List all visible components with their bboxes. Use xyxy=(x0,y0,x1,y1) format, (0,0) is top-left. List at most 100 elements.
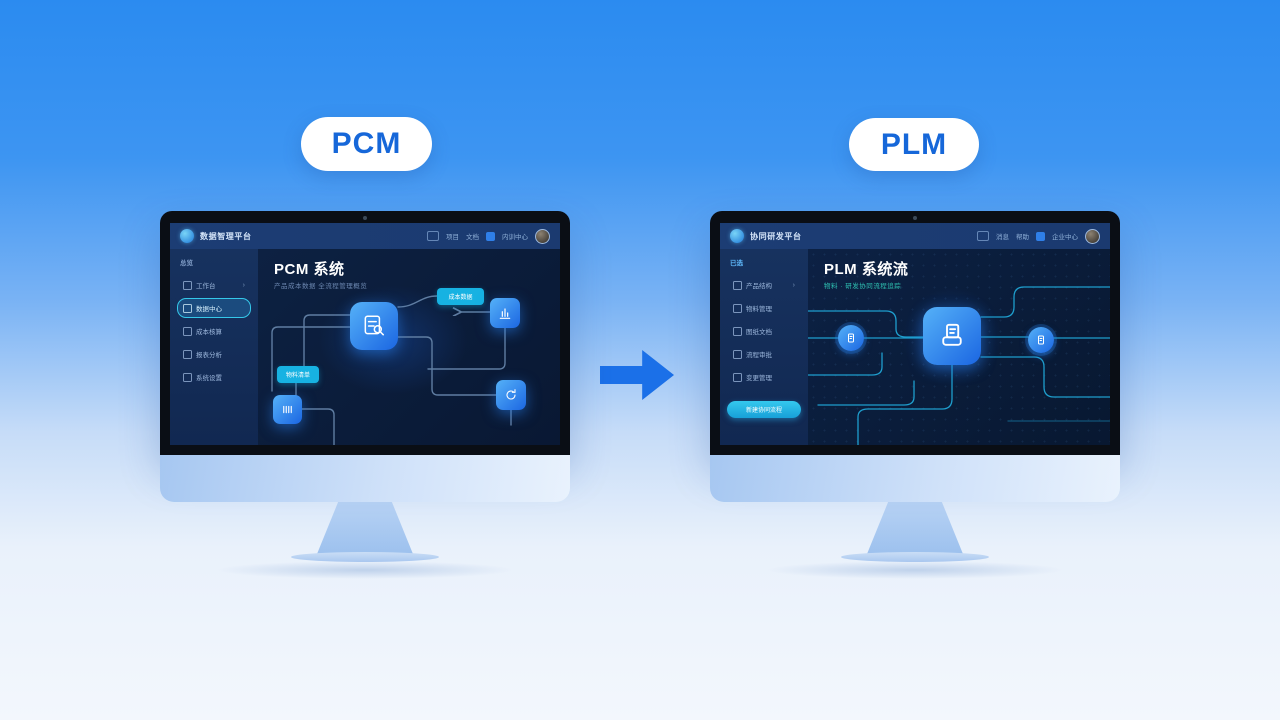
central-node-plm-hub[interactable] xyxy=(923,307,981,365)
sidebar-item-materials[interactable]: 物料管理 xyxy=(727,298,801,318)
pcm-flow-diagram: 成本数据 xyxy=(258,249,560,445)
pill-label: 物料清单 xyxy=(285,373,310,379)
sidebar-item-label: 成本核算 xyxy=(196,329,222,336)
plm-main-panel: PLM 系统流 物料 · 研发协同流程追踪 xyxy=(808,249,1110,445)
camera-dot xyxy=(363,216,367,220)
pcm-page-title: PCM 系统 xyxy=(274,261,345,278)
label-pill-bom[interactable]: 物料清单 xyxy=(277,366,319,383)
monitor-chin xyxy=(710,455,1120,502)
topbar-link-2[interactable]: 帮助 xyxy=(1016,234,1029,241)
sidebar-item-drawings[interactable]: 图纸文档 xyxy=(727,321,801,341)
sidebar-item-reports[interactable]: 报表分析 xyxy=(177,344,251,364)
plm-monitor: 协同研发平台 消息 帮助 企业中心 已选 xyxy=(710,211,1120,579)
bar-chart-icon xyxy=(499,308,511,319)
documents-stack-icon xyxy=(942,323,962,346)
pcm-badge: PCM xyxy=(301,117,432,171)
plm-page-subtitle: 物料 · 研发协同流程追踪 xyxy=(824,283,902,290)
grid-icon xyxy=(183,280,192,290)
monitor-stand xyxy=(867,502,963,554)
connector-lines xyxy=(808,286,1110,445)
avatar[interactable] xyxy=(535,228,550,244)
document-search-icon xyxy=(364,315,384,336)
monitor-base xyxy=(841,552,989,562)
pill-label: 成本数据 xyxy=(448,295,473,301)
plm-badge-label: PLM xyxy=(880,127,948,161)
app-logo-icon xyxy=(180,229,194,243)
monitor-stand xyxy=(317,502,413,554)
refresh-icon xyxy=(506,389,516,400)
sidebar-item-changes[interactable]: 变更管理 xyxy=(727,367,801,387)
message-icon[interactable] xyxy=(427,231,439,241)
share-icon[interactable] xyxy=(977,231,989,241)
monitor-bezel: 数据智理平台 项目 文档 内训中心 总览 xyxy=(160,211,570,455)
plm-badge: PLM xyxy=(849,118,979,171)
monitor-base xyxy=(291,552,439,562)
node-chart[interactable] xyxy=(490,298,520,328)
user-label: 内训中心 xyxy=(502,234,528,241)
node-barcode[interactable] xyxy=(273,395,302,424)
sidebar-item-label: 图纸文档 xyxy=(746,329,772,336)
sidebar-header: 总览 xyxy=(180,260,193,267)
calculator-icon xyxy=(183,326,192,336)
plm-screen: 协同研发平台 消息 帮助 企业中心 已选 xyxy=(720,223,1110,445)
box-icon xyxy=(733,303,742,313)
monitor-shadow xyxy=(215,561,515,579)
monitor-bezel: 协同研发平台 消息 帮助 企业中心 已选 xyxy=(710,211,1120,455)
app-logo-icon xyxy=(730,229,744,243)
monitor-chin xyxy=(160,455,570,502)
topbar-link-1[interactable]: 项目 xyxy=(446,234,459,241)
central-node-cost-analysis[interactable] xyxy=(350,302,398,350)
sidebar-item-product-structure[interactable]: 产品结构 › xyxy=(727,275,801,295)
sidebar-item-costing[interactable]: 成本核算 xyxy=(177,321,251,341)
database-icon xyxy=(183,303,192,313)
topbar-actions: 项目 文档 内训中心 xyxy=(427,228,550,244)
sidebar-item-data-center[interactable]: 数据中心 xyxy=(177,298,251,318)
node-input-doc[interactable] xyxy=(838,325,864,351)
sidebar-item-label: 产品结构 xyxy=(746,283,772,290)
plm-flow-diagram xyxy=(808,249,1110,445)
label-pill-cost-data[interactable]: 成本数据 xyxy=(437,288,484,305)
user-label: 企业中心 xyxy=(1052,234,1078,241)
pcm-screen: 数据智理平台 项目 文档 内训中心 总览 xyxy=(170,223,560,445)
sidebar-item-workbench[interactable]: 工作台 › xyxy=(177,275,251,295)
pcm-page-subtitle: 产品成本数据 全流程管理概览 xyxy=(274,283,368,290)
report-icon xyxy=(183,349,192,359)
pcm-topbar: 数据智理平台 项目 文档 内训中心 xyxy=(170,223,560,249)
pcm-badge-label: PCM xyxy=(331,127,402,160)
plm-topbar: 协同研发平台 消息 帮助 企业中心 xyxy=(720,223,1110,249)
plm-sidebar: 已选 产品结构 › 物料管理 图纸文档 xyxy=(720,249,808,445)
apps-badge-icon[interactable] xyxy=(486,231,495,241)
monitor-shadow xyxy=(765,561,1065,579)
sidebar-item-label: 流程审批 xyxy=(746,352,772,359)
button-label: 新建协同流程 xyxy=(745,408,782,414)
topbar-link-2[interactable]: 文档 xyxy=(466,234,479,241)
file-icon xyxy=(733,326,742,336)
gear-icon xyxy=(183,372,192,382)
sidebar-item-settings[interactable]: 系统设置 xyxy=(177,367,251,387)
topbar-actions: 消息 帮助 企业中心 xyxy=(977,228,1100,244)
new-flow-button[interactable]: 新建协同流程 xyxy=(727,401,801,418)
connector-lines xyxy=(271,295,512,445)
sidebar-header: 已选 xyxy=(730,260,743,267)
sidebar-item-label: 报表分析 xyxy=(196,352,222,359)
sidebar-item-label: 变更管理 xyxy=(746,375,772,382)
tree-icon xyxy=(733,280,742,290)
sidebar-item-label: 工作台 xyxy=(196,283,216,290)
barcode-icon xyxy=(283,405,292,414)
sidebar-item-label: 物料管理 xyxy=(746,306,772,313)
sidebar-item-approvals[interactable]: 流程审批 xyxy=(727,344,801,364)
file-icon xyxy=(1038,335,1044,345)
apps-badge-icon[interactable] xyxy=(1036,231,1045,241)
camera-dot xyxy=(913,216,917,220)
brand-name: 协同研发平台 xyxy=(750,231,802,241)
file-icon xyxy=(848,333,854,343)
avatar[interactable] xyxy=(1085,228,1100,244)
pcm-sidebar: 总览 工作台 › 数据中心 成本核算 xyxy=(170,249,258,445)
node-sync[interactable] xyxy=(496,380,526,410)
chevron-right-icon: › xyxy=(792,281,795,289)
sidebar-item-label: 数据中心 xyxy=(196,306,222,313)
topbar-link-1[interactable]: 消息 xyxy=(996,234,1009,241)
chevron-right-icon: › xyxy=(242,281,245,289)
node-output-doc[interactable] xyxy=(1028,327,1054,353)
